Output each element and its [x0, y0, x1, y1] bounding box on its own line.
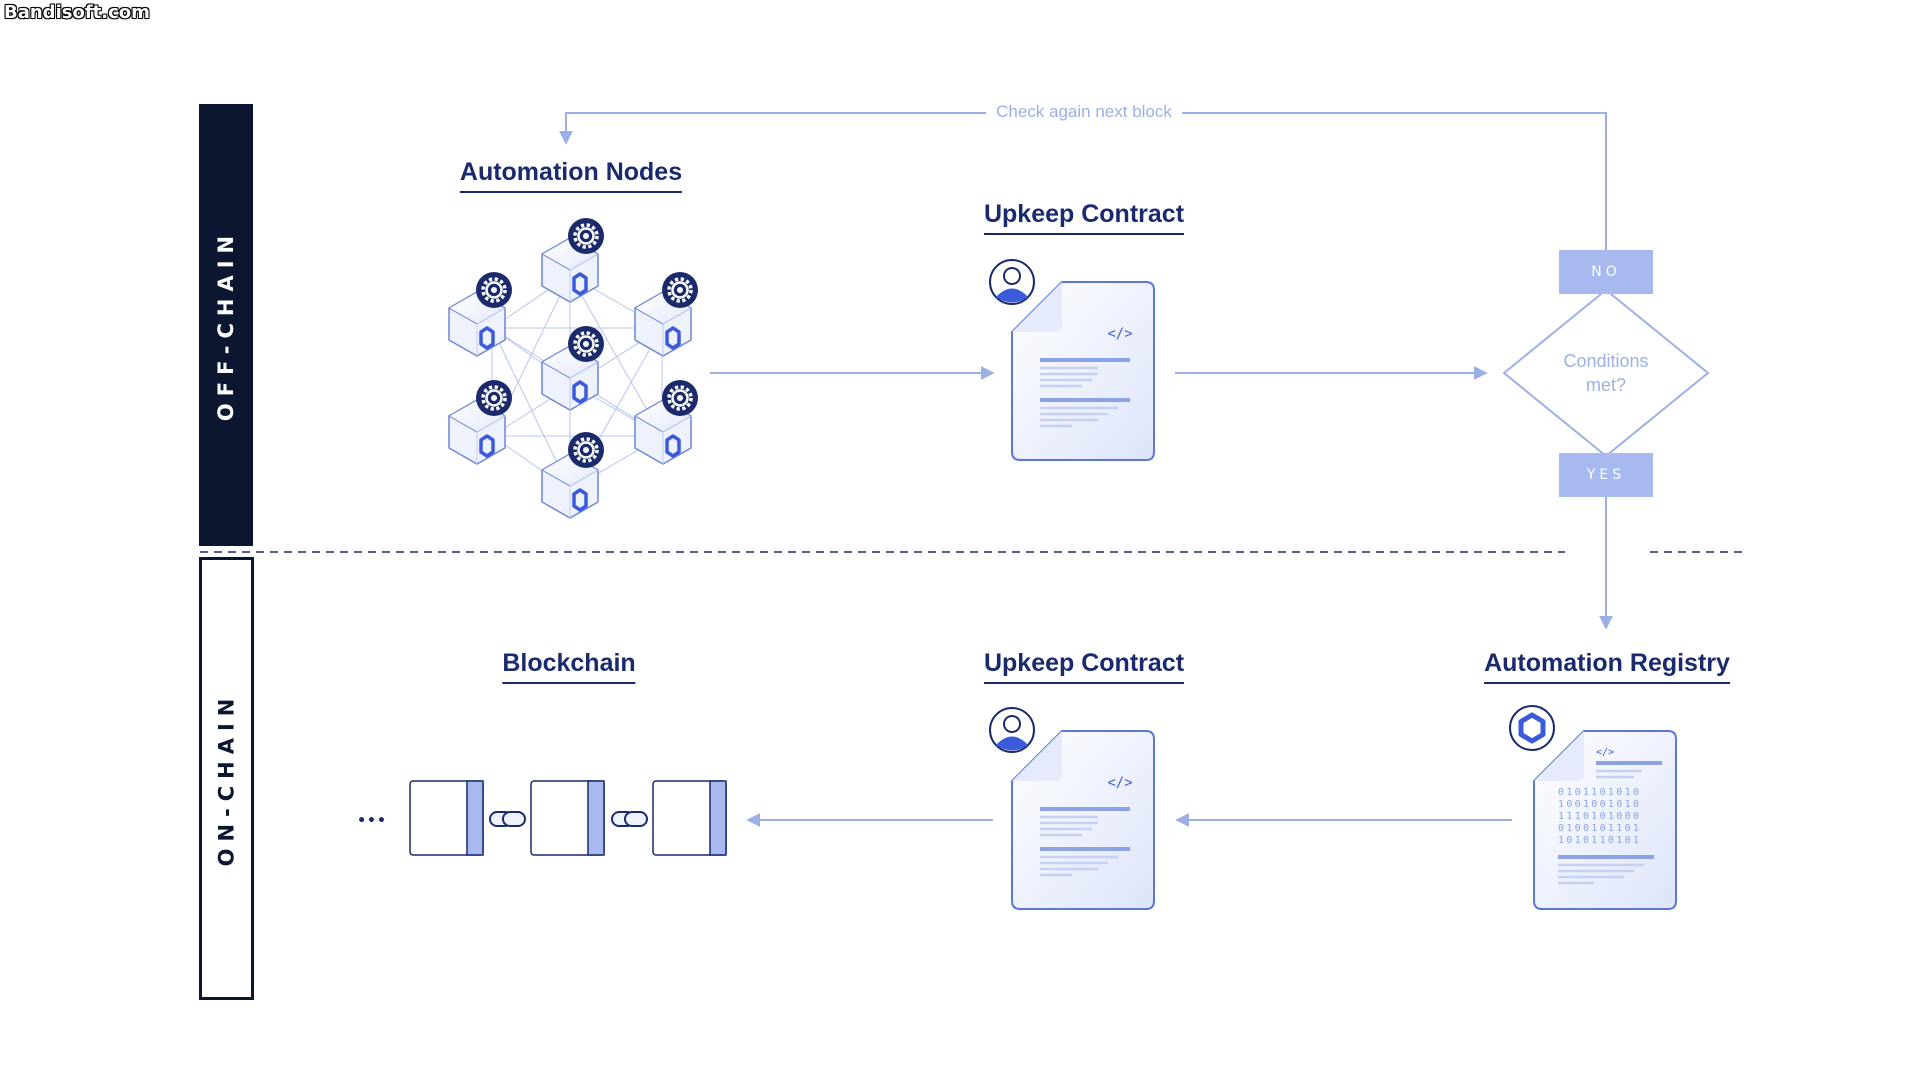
block — [652, 780, 727, 856]
code-icon: </> — [1107, 326, 1132, 342]
on-chain-band: ON-CHAIN — [199, 557, 254, 1000]
gear-icon — [474, 378, 514, 418]
gear-icon — [566, 216, 606, 256]
binary-row: 1110101000 — [1558, 811, 1641, 822]
yes-badge: YES — [1559, 453, 1653, 497]
binary-row: 1001001010 — [1558, 799, 1641, 810]
code-icon: </> — [1596, 747, 1614, 758]
watermark: Bandisoft.com — [4, 2, 150, 23]
loop-label: Check again next block — [986, 102, 1182, 122]
automation-nodes-network — [447, 216, 700, 520]
binary-row: 0100101101 — [1558, 823, 1641, 834]
gear-icon — [660, 270, 700, 310]
off-chain-band: OFF-CHAIN — [199, 104, 253, 546]
upkeep-contract-document-top: </> — [997, 280, 1155, 461]
gear-icon — [474, 270, 514, 310]
chainlink-hex-icon — [1509, 705, 1555, 751]
upkeep-contract-document-bottom: </> — [997, 729, 1155, 910]
user-avatar-icon — [989, 707, 1035, 753]
heading-blockchain: Blockchain — [502, 649, 636, 684]
gear-icon — [566, 324, 606, 364]
decision-text: Conditions met? — [1536, 349, 1676, 397]
decision-line: met? — [1585, 375, 1627, 395]
ellipsis-icon: ••• — [357, 813, 387, 829]
gear-icon — [660, 378, 700, 418]
block — [530, 780, 605, 856]
chain-link-icon — [611, 811, 648, 827]
binary-row: 1010110101 — [1558, 835, 1641, 846]
no-badge: NO — [1559, 250, 1653, 294]
binary-row: 0101101010 — [1558, 787, 1641, 798]
automation-registry-document: </> 0101101010 1001001010 1110101000 010… — [1519, 729, 1677, 910]
gear-icon — [566, 430, 606, 470]
block — [409, 780, 484, 856]
chain-link-icon — [489, 811, 526, 827]
blockchain-graphic: ••• — [357, 780, 727, 856]
heading-automation-registry: Automation Registry — [1484, 649, 1730, 684]
code-icon: </> — [1107, 775, 1132, 791]
decision-line: Conditions — [1563, 351, 1649, 371]
heading-upkeep-contract-top: Upkeep Contract — [983, 200, 1185, 235]
heading-automation-nodes: Automation Nodes — [459, 158, 683, 193]
user-avatar-icon — [989, 259, 1035, 305]
heading-upkeep-contract-bottom: Upkeep Contract — [983, 649, 1185, 684]
